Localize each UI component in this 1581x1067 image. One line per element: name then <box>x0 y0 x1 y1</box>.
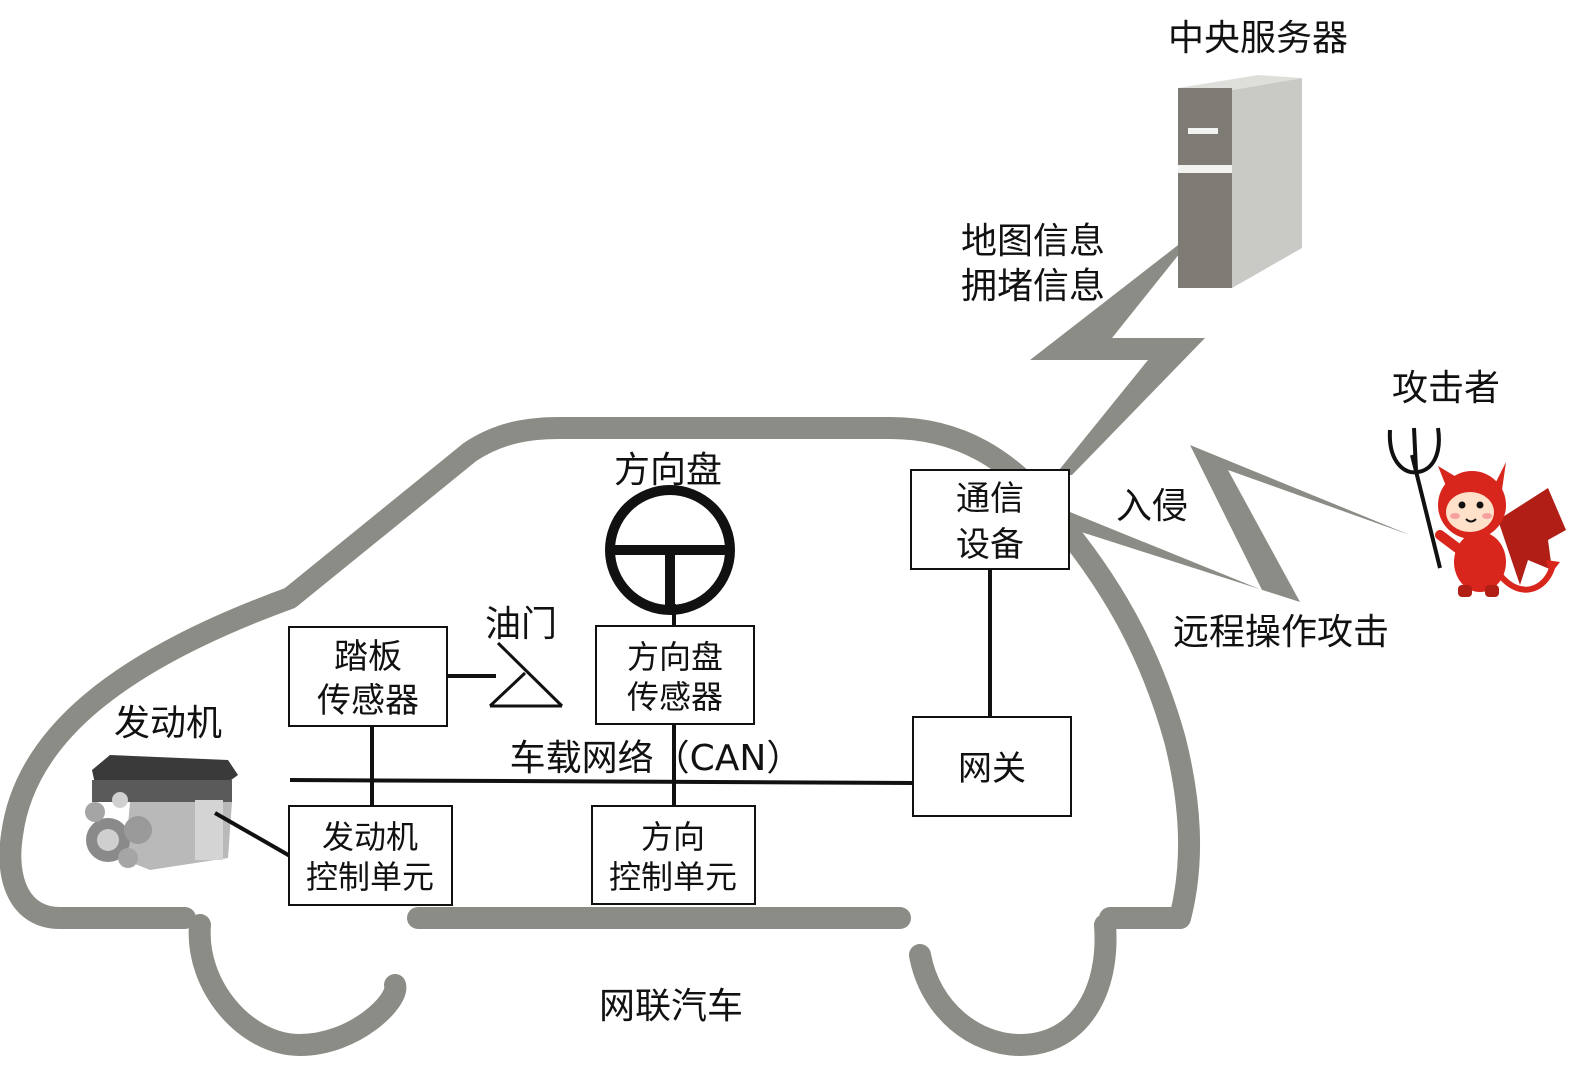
engine-block-icon <box>85 755 238 870</box>
attacker-label: 攻击者 <box>1392 368 1500 409</box>
lightning-lower <box>1065 445 1410 602</box>
steering-wheel-label: 方向盘 <box>614 450 722 491</box>
congestion-info-label: 拥堵信息 <box>961 266 1105 307</box>
comm-device-line-2: 设备 <box>956 525 1024 565</box>
comm-device-box: 通信 设备 <box>910 469 1070 570</box>
comm-device-line-1: 通信 <box>956 479 1024 519</box>
steering-wheel-icon <box>605 485 735 615</box>
steering-ecu-line-2: 控制单元 <box>609 858 737 896</box>
gateway-box: 网关 <box>912 716 1072 817</box>
wiring <box>214 570 992 858</box>
server-label: 中央服务器 <box>1168 18 1348 59</box>
car-outline <box>0 417 1201 1056</box>
engine-ecu-line-2: 控制单元 <box>306 858 434 896</box>
steering-sensor-line-1: 方向盘 <box>627 638 723 676</box>
can-bus-label: 车载网络（CAN） <box>510 738 803 779</box>
pedal-sensor-line-2: 传感器 <box>317 681 419 721</box>
steering-sensor-line-2: 传感器 <box>627 678 723 716</box>
connected-car-label: 网联汽车 <box>599 986 743 1027</box>
remote-attack-label: 远程操作攻击 <box>1173 612 1389 653</box>
engine-ecu-box: 发动机 控制单元 <box>288 805 453 906</box>
steering-ecu-line-1: 方向 <box>641 818 705 856</box>
can-bus-line <box>289 778 914 785</box>
wire-engine-ecu <box>214 811 291 858</box>
lightning-upper <box>1030 228 1205 475</box>
steering-ecu-box: 方向 控制单元 <box>591 805 756 905</box>
throttle-pedal-icon <box>488 641 564 708</box>
throttle-label: 油门 <box>485 604 557 645</box>
server-tower-icon <box>1178 75 1302 288</box>
engine-ecu-line-1: 发动机 <box>322 818 418 856</box>
devil-attacker-icon <box>1387 427 1566 597</box>
pedal-sensor-line-1: 踏板 <box>334 637 402 677</box>
intrusion-label: 入侵 <box>1116 486 1188 527</box>
pedal-sensor-box: 踏板 传感器 <box>288 626 448 727</box>
steering-sensor-box: 方向盘 传感器 <box>595 625 755 725</box>
gateway-label: 网关 <box>958 749 1026 789</box>
map-info-label: 地图信息 <box>961 221 1105 262</box>
engine-label: 发动机 <box>114 703 222 744</box>
